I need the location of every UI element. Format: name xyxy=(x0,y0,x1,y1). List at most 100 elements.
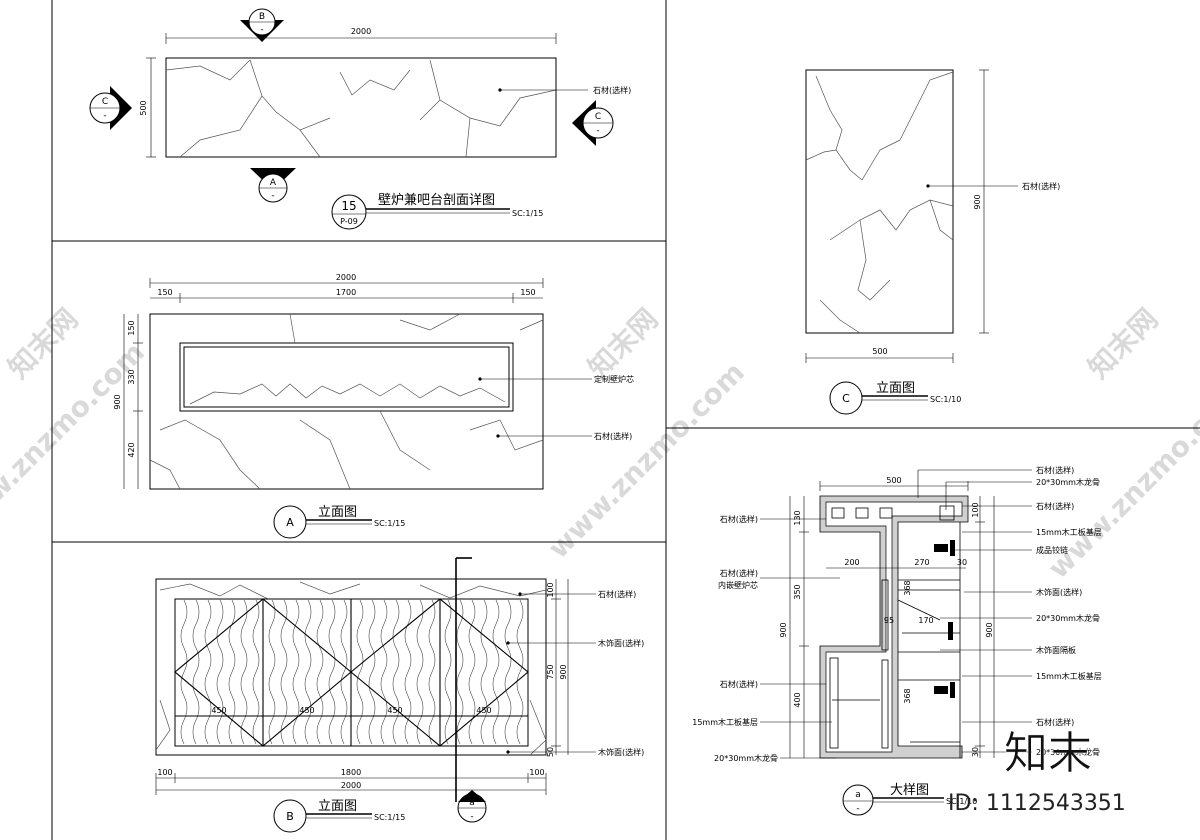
detail-label-r4: 15mm木工板基层 xyxy=(1036,527,1102,537)
elev-a-dim-h-total: 900 xyxy=(113,394,122,409)
brand-watermark: 知末 ID: 1112543351 xyxy=(948,728,1126,816)
elev-b-panel-2: 450 xyxy=(299,706,314,715)
detail-label-r10: 石材(选样) xyxy=(1036,717,1074,727)
detail-dim-top: 500 xyxy=(886,476,901,485)
detail-hinge-2-plate xyxy=(950,682,955,698)
elev-a-title: 立面图 xyxy=(318,505,357,520)
detail-title: 大样图 xyxy=(890,783,929,798)
elev-b-dim-h-total: 900 xyxy=(559,664,568,679)
detail-label-r7: 20*30mm木龙骨 xyxy=(1036,613,1100,623)
plan-title-block: 15 P-09 壁炉兼吧台剖面详图 SC:1/15 xyxy=(331,193,543,230)
elev-b-section-dash: - xyxy=(470,812,473,822)
detail-dim-368b: 368 xyxy=(903,688,912,703)
elev-b-panel-1: 450 xyxy=(211,706,226,715)
detail-dim-right-900: 900 xyxy=(985,622,994,637)
plan-view: 2000 500 石材(选样) B - C - xyxy=(89,8,631,230)
detail-label-l4: 石材(选样) xyxy=(720,679,758,689)
detail-label-r11: 20*30mm木龙骨 xyxy=(1036,747,1100,757)
elev-c-dim-width: 500 xyxy=(872,347,887,356)
elev-a-dim-total: 2000 xyxy=(336,273,356,282)
detail-hinge-1 xyxy=(934,544,948,552)
detail-hinge-1-plate xyxy=(950,540,955,556)
plan-dim-depth: 500 xyxy=(139,100,148,115)
detail-dim-368a: 368 xyxy=(903,580,912,595)
elev-a-dim-mid: 1700 xyxy=(336,288,356,297)
section-marker-c-left: C - xyxy=(89,86,132,130)
elev-b-dim-mid: 1800 xyxy=(341,768,361,777)
elev-a-label-core: 定制壁炉芯 xyxy=(594,374,634,384)
watermark-site-2: www.znzmo.com xyxy=(542,356,751,565)
detail-dim-left-900: 900 xyxy=(779,622,788,637)
elev-b-section-cut: a - xyxy=(455,557,487,823)
detail-handle xyxy=(948,622,953,640)
detail-label-l2: 石材(选样) xyxy=(720,568,758,578)
elev-a-title-block: A 立面图 SC:1/15 xyxy=(273,505,405,539)
detail-dim-left-130: 130 xyxy=(793,510,802,525)
marker-c-right-letter: C xyxy=(595,112,601,122)
detail-a: 500 200 270 xyxy=(692,465,1102,816)
section-marker-a: A - xyxy=(250,168,296,203)
elev-a-dim-h-mid: 330 xyxy=(127,369,136,384)
detail-label-l1: 石材(选样) xyxy=(720,514,758,524)
elev-b-label-wood: 木饰面(选样) xyxy=(598,638,644,648)
watermark-brand-3: 知末网 xyxy=(1082,302,1165,385)
elev-b-label-stone: 石材(选样) xyxy=(598,589,636,599)
marker-c-right-dash: - xyxy=(596,126,599,136)
detail-label-r1: 石材(选样) xyxy=(1036,465,1074,475)
plan-countertop xyxy=(165,57,557,158)
brand-id: ID: 1112543351 xyxy=(948,791,1126,816)
marker-c-left-letter: C xyxy=(102,97,108,107)
elev-c-dim-height: 900 xyxy=(973,194,982,209)
detail-right-leaders xyxy=(917,469,1032,753)
detail-dim-left-400: 400 xyxy=(793,692,802,707)
elev-c-tag: C xyxy=(842,392,850,405)
elev-b-label-wood-bottom: 木饰面(选样) xyxy=(598,747,644,757)
elev-b-dim-left: 100 xyxy=(157,768,172,777)
detail-label-r8: 木饰面隔板 xyxy=(1036,645,1076,655)
detail-label-r2: 20*30mm木龙骨 xyxy=(1036,477,1100,487)
plan-title: 壁炉兼吧台剖面详图 xyxy=(378,193,495,208)
elev-b-body xyxy=(155,578,547,756)
elev-b-dim-h-top: 100 xyxy=(546,582,555,597)
elev-c-title: 立面图 xyxy=(876,381,915,396)
elev-b-dim-h-mid: 750 xyxy=(546,664,555,679)
elev-a-tag: A xyxy=(286,516,294,529)
detail-label-l5: 15mm木工板基层 xyxy=(692,717,758,727)
plan-number: 15 xyxy=(341,199,356,213)
plan-label-stone: 石材(选样) xyxy=(593,85,631,95)
elev-b-panel-3: 450 xyxy=(387,706,402,715)
elev-a-body xyxy=(149,313,544,490)
detail-label-r6: 木饰面(选样) xyxy=(1036,587,1082,597)
marker-b-dash: - xyxy=(260,25,263,35)
elev-a-label-stone: 石材(选样) xyxy=(594,431,632,441)
elev-a-dim-h-bottom: 420 xyxy=(127,442,136,457)
detail-dim-200: 200 xyxy=(844,558,859,567)
elev-a-dim-h-top: 150 xyxy=(127,320,136,335)
detail-label-r3: 石材(选样) xyxy=(1036,501,1074,511)
elev-b-panel-4: 450 xyxy=(476,706,491,715)
elev-b-title-block: B 立面图 SC:1/15 xyxy=(273,799,405,833)
elev-a-firebox-outer xyxy=(179,342,514,412)
elevation-a: 2000 150 1700 150 900 150 330 420 定制壁炉芯 … xyxy=(113,273,634,539)
elev-a-dim-left: 150 xyxy=(157,288,172,297)
watermark-brand-2: 知末网 xyxy=(582,302,665,385)
detail-label-r5: 成品铰链 xyxy=(1036,545,1068,555)
detail-section-core xyxy=(825,501,963,753)
plan-dim-width: 2000 xyxy=(351,27,371,36)
detail-label-l3: 内嵌壁炉芯 xyxy=(718,580,758,590)
detail-scale: SC:1/10 xyxy=(946,797,977,806)
elev-c-body xyxy=(805,69,954,334)
detail-label-r9: 15mm木工板基层 xyxy=(1036,671,1102,681)
elev-b-tag: B xyxy=(286,810,294,823)
section-marker-b: B - xyxy=(240,8,284,42)
brand-logo: 知末 xyxy=(1004,728,1092,779)
sheet-frame xyxy=(51,0,1200,840)
detail-label-l6: 20*30mm木龙骨 xyxy=(714,753,778,763)
detail-dim-30: 30 xyxy=(957,558,967,567)
section-marker-c-right: C - xyxy=(572,100,614,146)
detail-title-block: a - 大样图 SC:1/10 xyxy=(842,783,977,816)
detail-dim-right-100: 100 xyxy=(971,502,980,517)
elev-c-scale: SC:1/10 xyxy=(930,395,961,404)
elev-a-scale: SC:1/15 xyxy=(374,519,405,528)
